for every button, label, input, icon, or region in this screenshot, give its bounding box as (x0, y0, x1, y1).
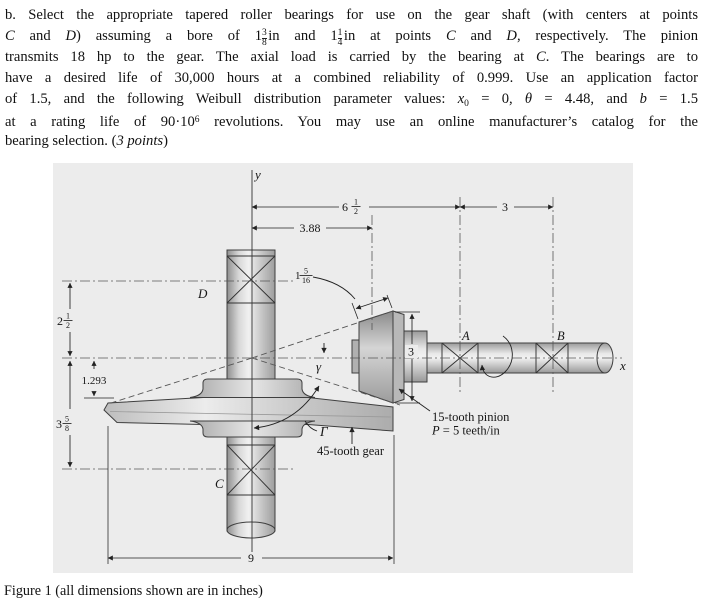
gear-pitch-angle-callout: Γ (253, 385, 329, 439)
bearing-c-symbol (226, 444, 276, 496)
problem-line: bearing selection. (3 points) (5, 133, 168, 149)
bearing-a-label: A (461, 329, 470, 343)
dim-1-293: 1.293 (82, 375, 107, 387)
dim-9: 9 (248, 551, 254, 565)
pinion-note-line1: 15-tooth pinion (432, 410, 510, 424)
gear-45-tooth (103, 397, 394, 432)
svg-text:2: 2 (57, 314, 63, 328)
gamma-lower-label: γ (316, 359, 322, 374)
svg-text:2: 2 (354, 207, 358, 216)
bearing-b-label: B (557, 329, 565, 343)
gear-hub-upper (189, 378, 316, 398)
problem-line: of 1.5, and the following Weibull distri… (5, 91, 698, 109)
dim-3-a-b: 3 (502, 200, 508, 214)
pinion-pitch-angle-callout: γ (316, 343, 327, 374)
svg-text:6: 6 (342, 200, 348, 214)
svg-text:1: 1 (66, 312, 70, 321)
bearing-d-symbol (226, 255, 276, 304)
svg-text:3: 3 (408, 345, 414, 359)
gear-hub-lower (189, 420, 316, 438)
bearing-c-label: C (215, 476, 224, 491)
bearing-d-label: D (197, 286, 208, 301)
pinion-note: 15-tooth pinion P = 5 teeth/in (398, 388, 510, 438)
dim-3-5-8: 3 5 8 (56, 415, 72, 433)
problem-line: have a desired life of 30,000 hours at a… (5, 70, 698, 86)
dim-6-1-2: 6 1 2 (342, 198, 361, 216)
dim-2-1-2: 2 1 2 (57, 312, 73, 330)
svg-text:8: 8 (65, 424, 69, 433)
figure-1-diagram: 3.88 3 9 1.293 3 6 1 2 2 1 2 3 5 8 1 5 1… (53, 163, 633, 573)
svg-text:5: 5 (304, 267, 308, 276)
problem-line: b. Select the appropriate tapered roller… (5, 7, 698, 23)
gamma-upper-label: Γ (319, 424, 329, 439)
pinion-note-line2: P = 5 teeth/in (431, 424, 501, 438)
svg-text:3: 3 (56, 417, 62, 431)
y-axis-label: y (253, 167, 261, 182)
gear-note-label: 45-tooth gear (317, 444, 385, 458)
problem-text: b. Select the appropriate tapered roller… (5, 5, 698, 152)
problem-line: transmits 18 hp to the gear. The axial l… (5, 49, 698, 65)
svg-text:5: 5 (65, 415, 69, 424)
dimension-lines (67, 204, 554, 564)
svg-text:2: 2 (66, 321, 70, 330)
svg-text:16: 16 (302, 276, 310, 285)
dim-3-88: 3.88 (300, 221, 321, 235)
centerlines (62, 170, 622, 552)
svg-text:1: 1 (295, 270, 301, 282)
x-axis-label: x (619, 358, 626, 373)
dim-3-pinion: 3 (405, 345, 418, 359)
gear-note: 45-tooth gear (317, 426, 385, 458)
figure-caption: Figure 1 (all dimensions shown are in in… (4, 583, 263, 599)
rotation-arrow (479, 335, 513, 378)
dim-1-5-16: 1 5 16 (295, 267, 313, 285)
pitch-cone-lines (107, 310, 401, 406)
figure-panel: 3.88 3 9 1.293 3 6 1 2 2 1 2 3 5 8 1 5 1… (53, 163, 633, 573)
problem-line: at a rating life of 90·106 revolutions. … (5, 114, 698, 130)
svg-text:1: 1 (354, 198, 358, 207)
